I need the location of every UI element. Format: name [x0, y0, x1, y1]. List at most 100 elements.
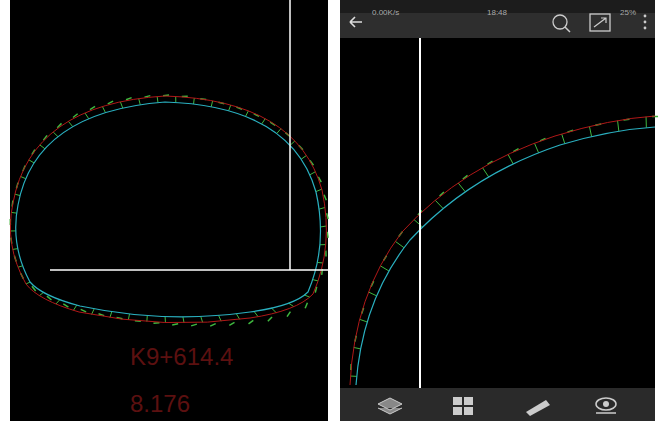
- cursor-line: [419, 38, 421, 388]
- battery-level-box: 25%: [620, 1, 636, 19]
- deviation-tick: [316, 189, 322, 191]
- deviation-tick: [317, 262, 323, 264]
- deviation-tick: [56, 300, 60, 304]
- grid-icon: [453, 397, 462, 405]
- deviation-tick: [175, 96, 176, 102]
- clock: 18:48: [487, 8, 507, 17]
- zoom-icon: [565, 27, 570, 32]
- deviation-tick: [534, 143, 538, 153]
- deviation-tick: [508, 154, 513, 164]
- deviation-tick: [146, 316, 147, 322]
- deviation-tick: [369, 292, 377, 296]
- deviation-tick: [290, 141, 295, 145]
- station-label: K9+614.4: [130, 343, 233, 370]
- deviation-tick: [85, 113, 89, 119]
- menu-icon: [644, 21, 647, 24]
- deviation-tick: [319, 207, 325, 209]
- eye-icon: [596, 398, 616, 410]
- deviation-tick: [201, 316, 203, 322]
- back-arrow: [350, 17, 362, 27]
- deviation-tick: [351, 376, 357, 377]
- deviation-tick: [40, 145, 45, 149]
- deviation-tick: [73, 305, 76, 310]
- deviation-tick: [139, 99, 141, 105]
- deviation-tick: [39, 292, 43, 295]
- layers-icon: [378, 398, 402, 414]
- cursor-line: [289, 0, 291, 270]
- tick-mark: [305, 303, 307, 309]
- tick-mark: [229, 322, 234, 325]
- deviation-tick: [301, 155, 306, 159]
- deviation-tick: [380, 266, 389, 271]
- measure-icon: [526, 400, 550, 416]
- clock-box: 18:48: [487, 1, 507, 19]
- deviation-tick: [29, 160, 34, 163]
- tick-mark: [191, 324, 197, 326]
- battery-level: 25%: [620, 8, 636, 17]
- deviation-tick: [305, 295, 310, 297]
- deviation-tick: [320, 244, 326, 245]
- deviation-tick: [354, 347, 361, 348]
- deviation-tick: [10, 230, 15, 231]
- deviation-tick: [120, 102, 122, 108]
- deviation-tick: [68, 121, 72, 126]
- value-label: 8.176: [130, 390, 190, 417]
- fullscreen-icon: [594, 18, 606, 27]
- deviation-tick: [589, 126, 591, 136]
- deviation-tick: [13, 248, 18, 250]
- deviation-tick: [157, 97, 159, 103]
- deviation-tick: [458, 183, 465, 192]
- grid-icon: [464, 407, 473, 415]
- deviation-tick: [320, 226, 326, 228]
- deviation-tick: [165, 317, 166, 323]
- tick-mark: [81, 309, 86, 312]
- network-speed-box: 0.00K/s: [372, 1, 399, 19]
- measured-profile: [10, 96, 326, 323]
- deviation-tick: [211, 101, 212, 107]
- deviation-tick: [272, 308, 277, 313]
- tick-mark: [324, 195, 326, 201]
- deviation-tick: [414, 220, 423, 228]
- deviation-tick: [110, 312, 112, 318]
- deviation-tick: [310, 172, 316, 175]
- deviation-tick: [313, 280, 318, 281]
- toolbar: [340, 388, 655, 421]
- station-label-box: K9+614.4: [130, 343, 233, 371]
- design-profile: [356, 127, 655, 385]
- deviation-tick: [128, 314, 129, 320]
- deviation-tick: [236, 314, 239, 320]
- deviation-tick: [219, 315, 222, 321]
- deviation-tick: [15, 194, 20, 195]
- value-label-box: 8.176: [130, 390, 190, 418]
- tick-mark: [326, 232, 328, 238]
- deviation-tick: [183, 317, 184, 323]
- deviation-tick: [18, 266, 23, 267]
- deviation-tick: [92, 309, 95, 315]
- deviation-ticks: [10, 95, 328, 326]
- measured-profile: [350, 116, 655, 385]
- tick-mark: [249, 320, 254, 324]
- deviation-tick: [435, 200, 443, 208]
- deviation-tick: [646, 117, 647, 128]
- deviation-tick: [483, 168, 489, 177]
- left-panel: [10, 0, 328, 421]
- menu-icon: [644, 15, 647, 18]
- deviation-tick: [53, 132, 58, 137]
- deviation-tick: [262, 119, 266, 124]
- tick-mark: [268, 317, 272, 321]
- tick-mark: [327, 213, 329, 219]
- design-profile: [16, 102, 321, 317]
- eye-icon: [603, 401, 609, 407]
- cursor-line: [50, 269, 328, 271]
- tick-mark: [172, 324, 178, 325]
- deviation-tick: [26, 282, 30, 284]
- deviation-tick: [21, 176, 26, 178]
- tick-mark: [210, 324, 215, 326]
- grid-icon: [464, 397, 473, 405]
- menu-icon: [644, 27, 647, 30]
- deviation-tick: [277, 129, 281, 134]
- deviation-tick: [193, 98, 195, 104]
- deviation-tick: [11, 212, 16, 214]
